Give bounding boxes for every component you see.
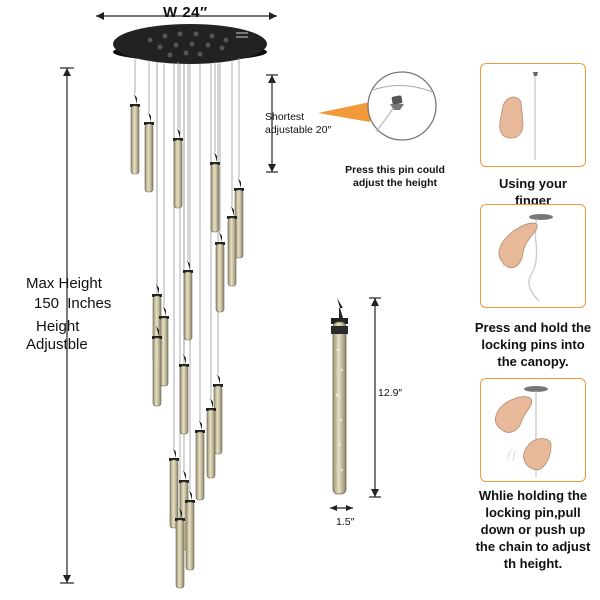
step-2-box bbox=[480, 204, 586, 308]
pendant-tube bbox=[130, 94, 140, 175]
pendant-tube bbox=[179, 354, 189, 435]
pendant-tube bbox=[195, 420, 205, 501]
pendant-tube bbox=[152, 326, 162, 407]
step-1-box bbox=[480, 63, 586, 167]
width-label: W 24″ bbox=[163, 4, 208, 21]
pendant-width-label: 1.5″ bbox=[336, 516, 355, 528]
press-hand-icon bbox=[498, 214, 553, 302]
pendant-tube bbox=[175, 508, 185, 589]
pin-pointer-arrow bbox=[318, 102, 370, 122]
shortest-label-line2: adjustable 20″ bbox=[265, 124, 332, 136]
step-3-text: Whlie holding the locking pin,pull down … bbox=[470, 487, 596, 572]
pendant-tube bbox=[210, 152, 220, 233]
pendant-tube bbox=[173, 128, 183, 209]
step-3-box bbox=[480, 378, 586, 482]
step-2-line-1: Press and hold the bbox=[474, 320, 592, 335]
finger-icon bbox=[499, 72, 538, 160]
max-height-value: 150 bbox=[34, 295, 60, 312]
pendant-tube bbox=[206, 398, 216, 479]
pin-caption: Press this pin could adjust the height bbox=[330, 164, 460, 190]
step-2-line-3: the canopy. bbox=[497, 354, 569, 369]
pendant-tube bbox=[159, 306, 169, 387]
pendant-detail bbox=[331, 298, 348, 495]
pendant-tube bbox=[215, 232, 225, 313]
pin-zoom bbox=[318, 71, 437, 141]
step-3-line-5: th height. bbox=[503, 556, 563, 571]
max-height-unit: Inches bbox=[67, 295, 112, 312]
pendant-height-label: 12.9″ bbox=[378, 387, 403, 399]
step-3-line-1: Whlie holding the bbox=[478, 488, 588, 503]
step-2-text: Press and hold the locking pins into the… bbox=[472, 319, 594, 370]
step-3-line-4: the chain to adjust bbox=[475, 539, 591, 554]
pull-chain-icon bbox=[494, 386, 552, 477]
step-3-line-3: down or push up bbox=[480, 522, 586, 537]
max-height-value-row: 150 Inches bbox=[34, 293, 111, 314]
max-height-title: Max Height bbox=[26, 275, 102, 292]
pendant-tube bbox=[227, 206, 237, 287]
pendant-tube bbox=[169, 448, 179, 529]
height-adjustable-line1: Height bbox=[36, 318, 80, 335]
pendant-tube bbox=[144, 112, 154, 193]
pin-caption-line2: adjust the height bbox=[353, 177, 437, 189]
height-adjustable-line2: Adjustble bbox=[26, 336, 88, 353]
shortest-label-line1: Shortest bbox=[265, 111, 305, 123]
pendant-tube bbox=[183, 260, 193, 341]
pendant-tube bbox=[185, 490, 195, 571]
pin-caption-line1: Press this pin could bbox=[345, 164, 445, 176]
step-2-line-2: locking pins into bbox=[481, 337, 585, 352]
step-3-line-2: locking pin,pull bbox=[485, 505, 581, 520]
